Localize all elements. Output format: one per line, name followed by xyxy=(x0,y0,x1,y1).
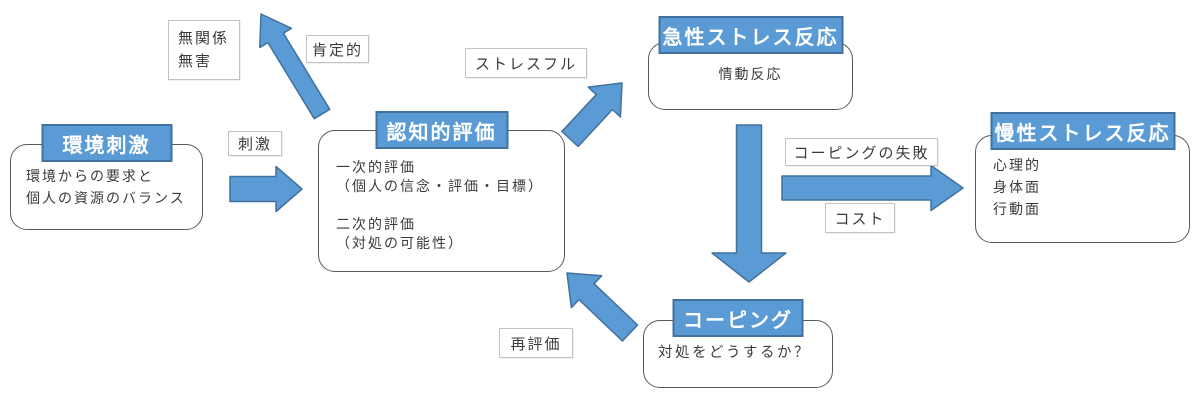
node-acute-stress-body: 情動反応 xyxy=(649,43,852,109)
node-acute-stress-title: 急性ストレス反応 xyxy=(658,16,843,54)
node-body-line: 対処をどうするか？ xyxy=(658,345,811,361)
node-body-line: 二次的評価 xyxy=(336,216,416,232)
node-appraisal-body: 一次的評価 （個人の信念・評価・目標） 二次的評価 （対処の可能性） xyxy=(319,131,564,271)
node-appraisal: 認知的評価 一次的評価 （個人の信念・評価・目標） 二次的評価 （対処の可能性） xyxy=(318,111,565,272)
node-body-line: 環境からの要求と xyxy=(26,168,154,184)
label-positive: 肯定的 xyxy=(306,35,369,63)
node-appraisal-title: 認知的評価 xyxy=(375,111,508,149)
node-chronic-stress-title: 慢性ストレス反応 xyxy=(990,112,1175,150)
label-line: 無害 xyxy=(178,53,213,70)
node-environment-body: 環境からの要求と 個人の資源のバランス xyxy=(11,145,202,229)
node-body-line: 一次的評価 xyxy=(336,159,416,175)
label-stimulus: 刺激 xyxy=(228,131,282,156)
node-coping-title: コーピング xyxy=(672,299,804,337)
arrow-acute-to-coping xyxy=(711,124,787,283)
label-reappraisal: 再評価 xyxy=(499,328,573,358)
node-environment: 環境刺激 環境からの要求と 個人の資源のバランス xyxy=(10,124,203,230)
node-body-line: 身体面 xyxy=(993,179,1041,195)
node-body-line: （対処の可能性） xyxy=(336,235,464,251)
node-coping-body: 対処をどうするか？ xyxy=(644,321,832,387)
node-body-line: 情動反応 xyxy=(718,66,783,82)
arrow-environment-to-appraisal xyxy=(229,165,303,213)
node-acute-stress: 急性ストレス反応 情動反応 xyxy=(648,16,853,110)
arrow-appraisal-to-acute xyxy=(561,82,623,148)
node-body-line: 個人の資源のバランス xyxy=(26,190,186,206)
label-irrelevant-harmless: 無関係 無害 xyxy=(168,20,240,80)
node-body-line: 心理的 xyxy=(993,157,1041,173)
node-body-line: 行動面 xyxy=(993,201,1041,217)
node-coping: コーピング 対処をどうするか？ xyxy=(643,299,833,388)
arrow-coping-to-appraisal xyxy=(566,272,639,342)
node-environment-title: 環境刺激 xyxy=(41,124,172,162)
label-cost: コスト xyxy=(825,203,895,233)
label-coping-failure: コーピングの失敗 xyxy=(785,138,938,166)
label-line: 無関係 xyxy=(178,30,230,47)
node-body-line: （個人の信念・評価・目標） xyxy=(336,178,544,194)
label-stressful: ストレスフル xyxy=(465,48,587,78)
node-chronic-stress: 慢性ストレス反応 心理的 身体面 行動面 xyxy=(975,112,1190,243)
arrow-appraisal-to-irrelevant xyxy=(259,13,331,120)
node-chronic-stress-body: 心理的 身体面 行動面 xyxy=(976,136,1189,242)
